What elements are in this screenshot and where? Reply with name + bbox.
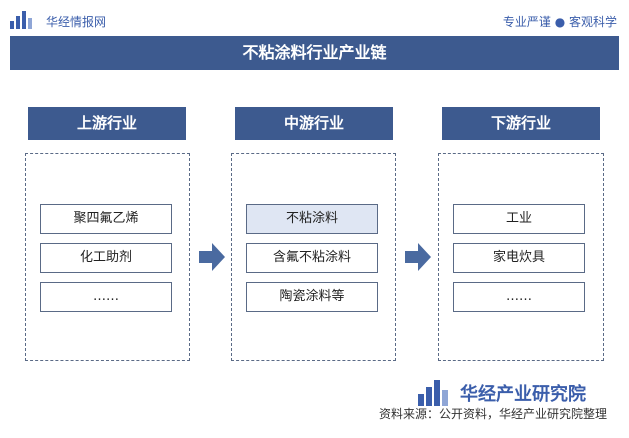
upstream-item: 化工助剂 [40,243,172,273]
stage-box-midstream: 不粘涂料 含氟不粘涂料 陶瓷涂料等 [231,153,396,361]
source-note: 资料来源：公开资料，华经产业研究院整理 [378,407,607,421]
midstream-item: 含氟不粘涂料 [246,243,378,273]
logo-icon [10,11,70,29]
stage-header-midstream: 中游行业 [235,107,393,140]
stage-header-downstream: 下游行业 [442,107,600,140]
upstream-item: …… [40,282,172,312]
site-name: 华经情报网 [46,15,107,29]
slogan: 专业严谨 ● 客观科学 [502,15,617,29]
page-title: 不粘涂料行业产业链 [10,36,619,70]
footer-logo-icon [418,380,452,406]
arrow-right-icon [199,243,225,271]
downstream-item: …… [453,282,585,312]
downstream-item: 家电炊具 [453,243,585,273]
arrow-right-icon [405,243,431,271]
stage-header-upstream: 上游行业 [28,107,186,140]
footer-brand: 华经产业研究院 [460,384,586,405]
upstream-item: 聚四氟乙烯 [40,204,172,234]
stage-box-upstream: 聚四氟乙烯 化工助剂 …… [25,153,190,361]
downstream-item: 工业 [453,204,585,234]
midstream-item: 陶瓷涂料等 [246,282,378,312]
midstream-item: 不粘涂料 [246,204,378,234]
stage-box-downstream: 工业 家电炊具 …… [438,153,604,361]
top-bar: 华经情报网 专业严谨 ● 客观科学 [0,0,629,36]
